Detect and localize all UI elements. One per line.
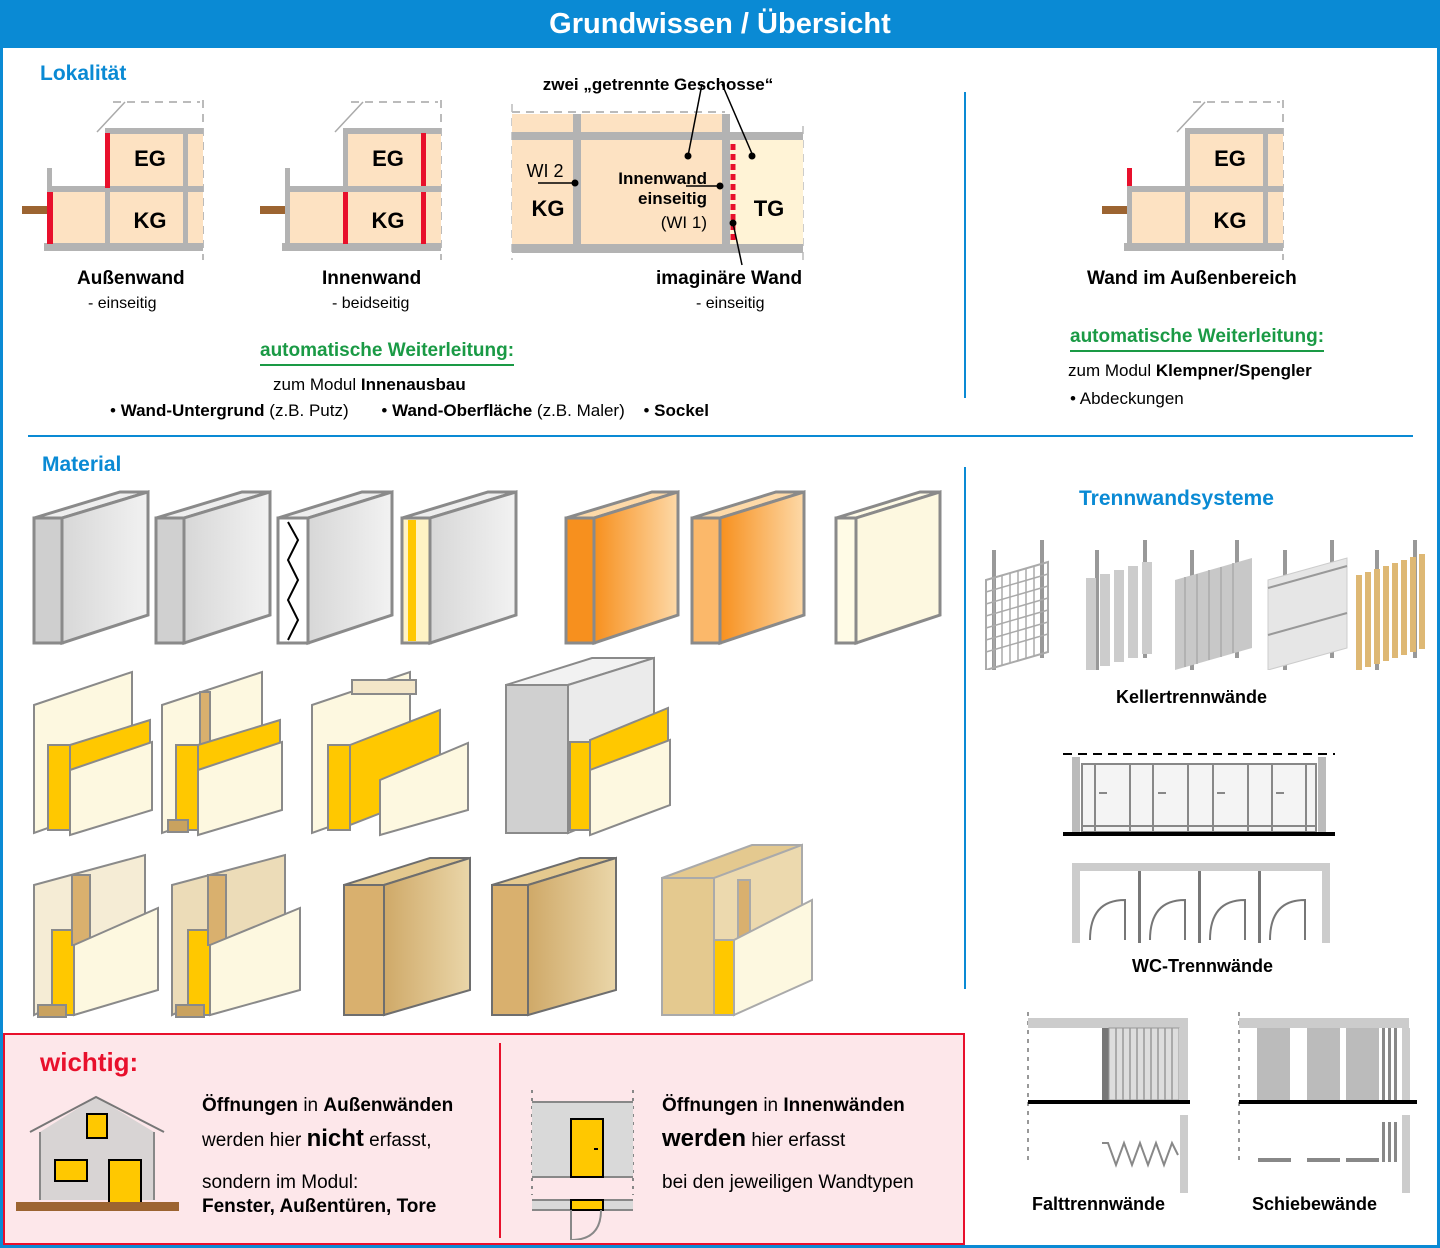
keller-gitter bbox=[985, 540, 1049, 670]
section-title-lokalitaet: Lokalität bbox=[40, 62, 127, 85]
svg-text:EG: EG bbox=[1214, 146, 1246, 171]
outside-bullet: • Abdeckungen bbox=[1070, 389, 1184, 408]
svg-text:EG: EG bbox=[372, 146, 404, 171]
floor-diagrams: EG KG EG KG bbox=[22, 75, 1284, 266]
inner-note-2: einseitig bbox=[638, 189, 707, 208]
wall-name-aussenwand: Außenwand bbox=[77, 268, 185, 289]
label-eg: EG bbox=[134, 146, 166, 171]
keller-holzlatten bbox=[1356, 540, 1425, 670]
kellertrennwaende-illustration bbox=[985, 540, 1425, 670]
inner-note-3: (WI 1) bbox=[661, 213, 707, 232]
material-porenbeton bbox=[834, 489, 942, 646]
material-trockenbau bbox=[276, 489, 394, 646]
interior-door-icon bbox=[531, 1090, 634, 1240]
page-title: Grundwissen / Übersicht bbox=[0, 0, 1440, 48]
wall-name-innenwand: Innenwand bbox=[322, 268, 422, 289]
wall-sub-innenwand: - beidseitig bbox=[332, 295, 410, 312]
falttrennwand bbox=[1027, 1012, 1190, 1193]
material-holzstaender-2 bbox=[171, 853, 301, 1018]
material-illustrations bbox=[32, 489, 942, 1018]
svg-text:KG: KG bbox=[372, 208, 405, 233]
forward-bullets: • Wand-Untergrund (z.B. Putz) • Wand-Obe… bbox=[110, 401, 709, 421]
wall-sub-aussenwand: - einseitig bbox=[88, 295, 157, 312]
notice-title: wichtig: bbox=[40, 1047, 139, 1077]
label-wi2: WI 2 bbox=[526, 161, 563, 181]
notice-right-text: Öffnungen in Innenwänden werden hier erf… bbox=[662, 1095, 914, 1193]
material-vorsatzschale bbox=[505, 656, 671, 837]
wc-trennwaende-illustration bbox=[1063, 753, 1335, 943]
material-massivholz-2 bbox=[491, 856, 617, 1017]
material-doppelstaenderwand bbox=[311, 670, 469, 837]
forward-module: zum Modul Innenausbau bbox=[273, 375, 466, 394]
diagram-aussenbereich: EG KG bbox=[1102, 100, 1284, 260]
note-getrennte-geschosse: zwei „getrennte Geschosse“ bbox=[543, 75, 774, 94]
wall-name-imaginaer: imaginäre Wand bbox=[656, 268, 803, 289]
caption-falt: Falttrennwände bbox=[1032, 1194, 1166, 1214]
material-beton bbox=[32, 489, 150, 646]
notice-left-text: Öffnungen in Außenwänden werden hier nic… bbox=[202, 1095, 454, 1217]
inner-note-1: Innenwand bbox=[618, 169, 707, 188]
material-stdaenderwand-2 bbox=[161, 670, 283, 837]
material-trockenbau-daemmung bbox=[400, 489, 518, 646]
material-mauerwerk-grau bbox=[154, 489, 272, 646]
schiebewand bbox=[1238, 1012, 1417, 1193]
material-ziegel bbox=[564, 489, 680, 646]
wall-sub-imaginaer: - einseitig bbox=[696, 295, 765, 312]
material-hochlochziegel bbox=[690, 489, 806, 646]
keller-platte bbox=[1267, 540, 1348, 670]
material-stdaenderwand-1 bbox=[33, 670, 153, 837]
notice-divider bbox=[499, 1043, 501, 1238]
section-title-trennwand: Trennwandsysteme bbox=[1079, 487, 1274, 510]
bullet-item: • Wand-Untergrund (z.B. Putz) bbox=[110, 401, 349, 420]
diagram-innenwand: EG KG bbox=[260, 100, 442, 260]
material-holz-vorsatz bbox=[661, 843, 813, 1017]
divider-vertical-top bbox=[964, 92, 966, 398]
outside-forward-module: zum Modul Klempner/Spengler bbox=[1068, 361, 1312, 380]
material-holzstaender-1 bbox=[33, 853, 159, 1018]
divider-horizontal bbox=[28, 435, 1413, 437]
svg-text:KG: KG bbox=[1214, 208, 1247, 233]
diagram-tiefgarage: zwei „getrennte Geschosse“ WI 2 KG TG In… bbox=[511, 75, 804, 266]
important-notice-box bbox=[3, 1033, 965, 1245]
section-title-material: Material bbox=[42, 453, 122, 476]
divider-vertical-bottom bbox=[964, 467, 966, 989]
diagram-aussenwand: EG KG bbox=[22, 100, 204, 260]
outside-forward-title: automatische Weiterleitung: bbox=[1070, 326, 1325, 352]
material-massivholz-1 bbox=[343, 856, 471, 1017]
svg-text:KG: KG bbox=[532, 196, 565, 221]
bullet-item: • Sockel bbox=[643, 401, 709, 420]
forward-title: automatische Weiterleitung: bbox=[260, 340, 515, 366]
keller-trapezblech bbox=[1175, 540, 1252, 670]
caption-wc: WC-Trennwände bbox=[1132, 956, 1274, 976]
bullet-item: • Wand-Oberfläche (z.B. Maler) bbox=[381, 401, 625, 420]
falt-schiebe-illustration bbox=[1027, 1012, 1417, 1193]
house-icon bbox=[16, 1095, 179, 1211]
label-tg: TG bbox=[754, 196, 785, 221]
wall-name-aussenbereich: Wand im Außenbereich bbox=[1087, 268, 1297, 289]
label-kg: KG bbox=[134, 208, 167, 233]
caption-keller: Kellertrennwände bbox=[1116, 687, 1268, 707]
keller-lamellen bbox=[1086, 540, 1152, 670]
caption-schiebe: Schiebewände bbox=[1252, 1194, 1378, 1214]
